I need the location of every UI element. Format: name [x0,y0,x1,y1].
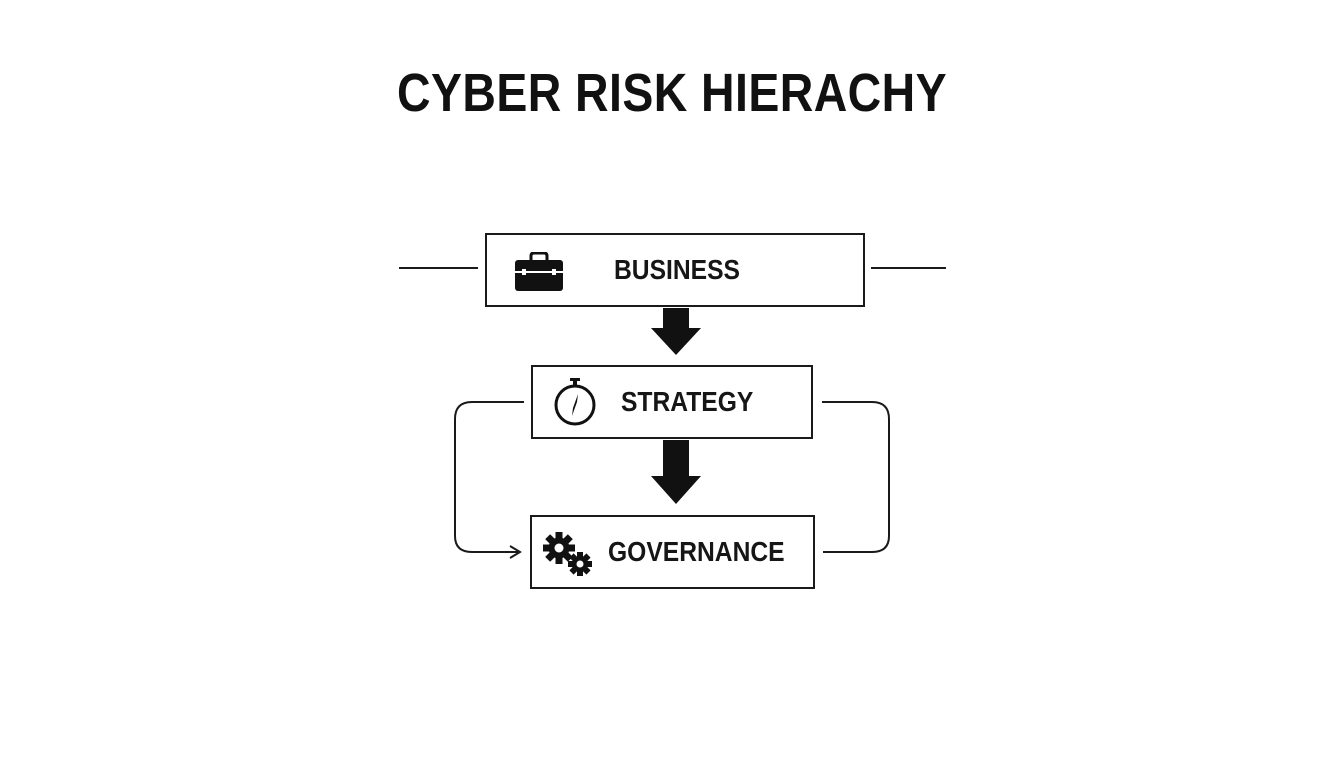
arrow-business-to-strategy [651,308,701,355]
node-governance-label: GOVERNANCE [608,536,785,567]
arrow-strategy-to-governance [651,440,701,504]
loop-arrow-left-head [509,545,522,559]
gears-icon [543,532,592,576]
node-governance: GOVERNANCE [530,515,815,589]
diagram-title: CYBER RISK HIERACHY [396,63,948,123]
node-business: BUSINESS [485,233,865,307]
node-strategy-label: STRATEGY [621,386,754,417]
node-business-label: BUSINESS [614,254,740,285]
loop-arrow-left [454,401,524,553]
briefcase-icon [515,252,563,291]
node-strategy: STRATEGY [531,365,813,439]
compass-icon [554,378,596,426]
loop-line-right [822,401,890,553]
